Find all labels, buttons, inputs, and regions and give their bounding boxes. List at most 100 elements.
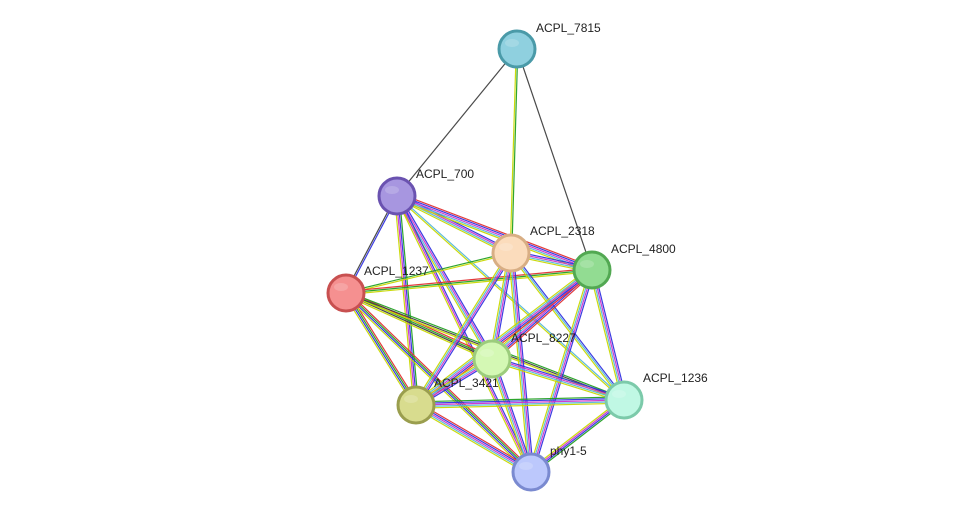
edge-strand-cooccurrence [511, 251, 626, 400]
edge-strand-experiments [492, 358, 533, 472]
node-circle[interactable] [491, 233, 531, 273]
node-ACPL_1236[interactable]: ACPL_1236 [604, 371, 708, 420]
edge-strand-cooccurrence [416, 403, 533, 472]
edge-strand-experiments [492, 357, 625, 400]
node-highlight [334, 283, 348, 291]
node-circle[interactable] [572, 250, 612, 290]
edge-strand-databases [490, 359, 531, 473]
edge-strand-fusion_green [346, 291, 532, 472]
edge-strand-textmining [343, 294, 530, 475]
edge-strand-textmining [396, 196, 624, 402]
edge-strand-experiments [415, 399, 625, 406]
edge-strand-textmining [394, 196, 415, 406]
edge-ACPL_2318-phy1-5[interactable] [508, 252, 534, 473]
edge-strand-gene_fusion [397, 192, 594, 268]
node-ACPL_700[interactable]: ACPL_700 [377, 167, 474, 216]
node-ACPL_1237[interactable]: ACPL_1237 [326, 264, 429, 313]
edge-ACPL_7815-ACPL_4800[interactable] [516, 48, 593, 271]
edge-strand-cooccurrence [415, 397, 624, 405]
edge-strand-databases [529, 269, 592, 472]
node-circle[interactable] [326, 273, 366, 313]
edge-strand-coexpression_dark [516, 48, 593, 271]
edge-strand-textmining [414, 407, 530, 476]
node-highlight [519, 462, 533, 470]
edge-strand-fusion_green [346, 291, 493, 359]
edge-strand-experiments [530, 398, 624, 472]
node-phy1-5[interactable]: phy1-5 [511, 444, 587, 492]
edge-ACPL_1237-phy1-5[interactable] [343, 290, 534, 475]
edge-ACPL_1237-ACPL_2318[interactable] [345, 251, 512, 295]
edge-strand-experiments [396, 195, 593, 271]
node-highlight [580, 260, 594, 268]
edge-ACPL_1236-phy1-5[interactable] [529, 397, 626, 475]
edge-strand-textmining [489, 359, 530, 473]
edge-strand-textmining [346, 253, 512, 295]
node-label: ACPL_700 [416, 167, 474, 181]
edge-ACPL_3421-phy1-5[interactable] [414, 401, 533, 476]
edge-ACPL_2318-ACPL_1236[interactable] [509, 251, 626, 402]
node-ACPL_3421[interactable]: ACPL_3421 [396, 376, 499, 425]
node-ACPL_7815[interactable]: ACPL_7815 [497, 21, 601, 69]
edge-strand-databases [414, 268, 592, 405]
node-circle[interactable] [472, 339, 512, 379]
edge-ACPL_1237-ACPL_4800[interactable] [345, 267, 593, 296]
edge-strand-cooccurrence [593, 269, 627, 400]
edge-ACPL_3421-ACPL_1236[interactable] [415, 396, 625, 409]
node-circle[interactable] [377, 176, 417, 216]
edge-strand-fusion_green [511, 49, 519, 254]
edge-strand-cooccurrence [512, 252, 534, 472]
node-layer: ACPL_7815ACPL_700ACPL_2318ACPL_4800ACPL_… [326, 21, 708, 492]
node-highlight [480, 349, 494, 357]
edge-strand-experiments [415, 404, 532, 473]
node-ACPL_4800[interactable]: ACPL_4800 [572, 242, 676, 290]
edge-strand-gene_fusion [345, 267, 592, 293]
edge-strand-gene_fusion [493, 271, 595, 362]
node-label: phy1-5 [550, 444, 587, 458]
node-ACPL_2318[interactable]: ACPL_2318 [491, 224, 595, 273]
node-circle[interactable] [497, 29, 537, 69]
edge-strand-databases [416, 400, 625, 408]
edge-ACPL_8227-ACPL_1236[interactable] [491, 356, 625, 403]
edge-strand-textmining [413, 266, 591, 403]
edge-strand-cooccurrence [492, 356, 625, 399]
edge-ACPL_4800-phy1-5[interactable] [528, 269, 595, 473]
node-circle[interactable] [511, 452, 551, 492]
edge-strand-experiments [531, 270, 594, 473]
edge-strand-textmining [416, 402, 625, 409]
edge-strand-cooccurrence [398, 194, 495, 359]
edge-strand-fusion_green [345, 269, 593, 294]
edge-ACPL_4800-ACPL_1236[interactable] [589, 269, 627, 401]
node-label: ACPL_4800 [611, 242, 676, 256]
edge-strand-cooccurrence [397, 195, 533, 472]
edge-ACPL_700-ACPL_3421[interactable] [394, 195, 419, 406]
edge-layer [343, 48, 627, 476]
edge-strand-cooccurrence [532, 270, 595, 473]
edge-strand-textmining [343, 293, 415, 407]
node-ACPL_8227[interactable]: ACPL_8227 [472, 331, 576, 379]
node-highlight [505, 39, 519, 47]
edge-ACPL_8227-phy1-5[interactable] [489, 358, 534, 473]
edge-strand-gene_fusion [417, 401, 533, 470]
edge-strand-databases [590, 270, 624, 401]
edge-strand-experiments [395, 196, 416, 406]
node-circle[interactable] [604, 380, 644, 420]
edge-ACPL_700-ACPL_1236[interactable] [396, 194, 625, 402]
node-label: ACPL_8227 [511, 331, 576, 345]
node-highlight [612, 390, 626, 398]
edge-strand-cooccurrence [531, 400, 625, 474]
edge-ACPL_2318-ACPL_3421[interactable] [413, 251, 514, 407]
node-label: ACPL_2318 [530, 224, 595, 238]
edge-strand-textmining [528, 269, 591, 472]
edge-strand-fusion_green [532, 401, 626, 475]
node-circle[interactable] [396, 385, 436, 425]
edge-strand-textmining [509, 48, 517, 253]
edge-ACPL_7815-ACPL_700[interactable] [396, 48, 518, 197]
edge-strand-experiments [592, 269, 626, 400]
edge-strand-coexpression_dark [396, 48, 518, 197]
edge-strand-experiments [415, 269, 593, 406]
edge-ACPL_7815-ACPL_2318[interactable] [509, 48, 519, 254]
edge-strand-gene_fusion [347, 290, 534, 471]
node-highlight [385, 186, 399, 194]
edge-strand-textmining [395, 197, 511, 256]
